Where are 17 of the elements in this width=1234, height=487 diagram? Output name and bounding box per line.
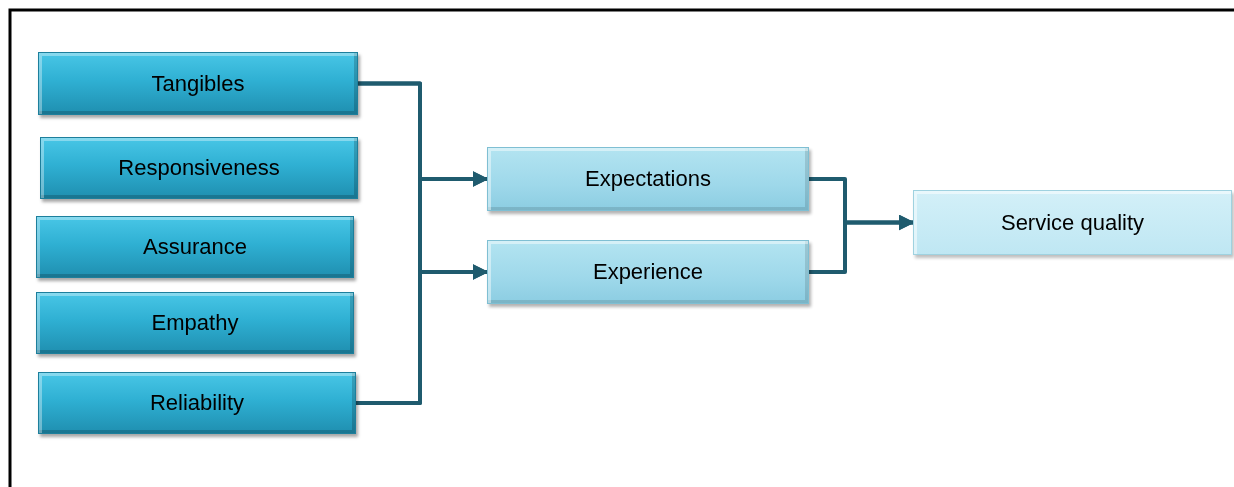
box-label: Tangibles [151,70,245,97]
box-label: Empathy [151,310,239,336]
process-box [38,372,356,434]
box-label: Experience [592,259,704,285]
box-label: Reliability [149,390,245,416]
process-box [487,240,809,304]
box-label: Assurance [143,234,247,260]
process-box [38,52,358,115]
process-box [487,147,809,211]
box-label: Service quality [1000,209,1145,236]
connector-arrow [809,214,915,274]
box-label: Expectations [585,166,711,192]
process-box [40,137,358,199]
process-box [36,292,354,354]
process-box [913,190,1232,255]
box-label: Responsiveness [118,155,280,181]
process-box [36,216,354,278]
